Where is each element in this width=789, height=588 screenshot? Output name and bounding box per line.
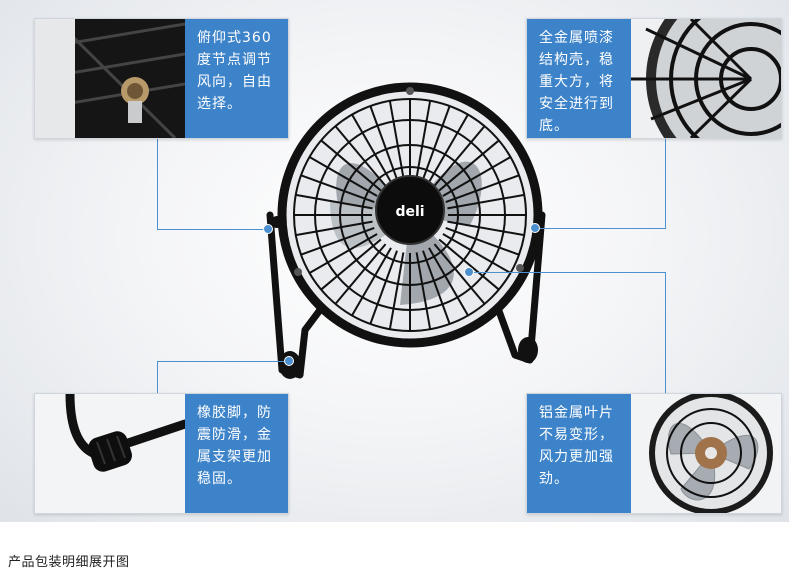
callout-text: 橡胶脚，防 震防滑，金 属支架更加 稳固。 xyxy=(185,394,288,513)
callout-dot xyxy=(263,224,273,234)
callout-rubber-feet: 橡胶脚，防 震防滑，金 属支架更加 稳固。 xyxy=(34,393,289,514)
section-caption: 产品包装明细展开图 xyxy=(8,555,130,570)
callout-dot xyxy=(530,223,540,233)
callout-metal-frame: 全金属喷漆 结构壳，稳 重大方，将 安全进行到 底。 xyxy=(526,18,782,139)
callout-text: 俯仰式360 度节点调节 风向，自由 选择。 xyxy=(185,19,288,138)
callout-dot xyxy=(464,267,474,277)
tilt-knob-detail-image xyxy=(35,19,185,138)
rubber-foot-detail-image xyxy=(35,394,185,513)
connector-line xyxy=(157,137,158,230)
connector-line xyxy=(665,137,666,229)
callout-text: 全金属喷漆 结构壳，稳 重大方，将 安全进行到 底。 xyxy=(527,19,631,138)
callout-tilt-adjust: 俯仰式360 度节点调节 风向，自由 选择。 xyxy=(34,18,289,139)
desk-fan-image: deli xyxy=(266,82,546,379)
callout-aluminum-blades: 铝金属叶片 不易变形， 风力更加强 劲。 xyxy=(526,393,782,514)
callout-dot xyxy=(284,356,294,366)
connector-line xyxy=(157,229,268,230)
product-feature-graphic: deli xyxy=(0,0,789,522)
aluminum-blade-detail-image xyxy=(631,394,781,513)
connector-line xyxy=(470,272,666,273)
connector-line xyxy=(157,361,158,393)
connector-line xyxy=(538,228,666,229)
brand-logo: deli xyxy=(395,204,424,220)
callout-text: 铝金属叶片 不易变形， 风力更加强 劲。 xyxy=(527,394,631,513)
connector-line xyxy=(157,361,287,362)
connector-line xyxy=(665,272,666,393)
fan-guard-detail-image xyxy=(631,19,781,138)
